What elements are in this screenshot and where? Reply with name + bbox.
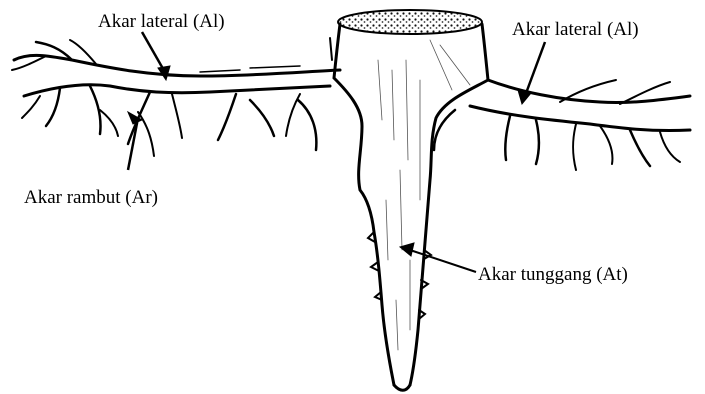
lateral-root-right bbox=[434, 80, 690, 170]
taproot bbox=[334, 24, 488, 390]
lateral-root-left bbox=[12, 38, 340, 156]
label-akar-lateral-left: Akar lateral (Al) bbox=[98, 12, 225, 31]
stump-top bbox=[338, 10, 482, 34]
arrowhead-lateral-right bbox=[518, 90, 531, 104]
label-akar-tunggang: Akar tunggang (At) bbox=[478, 265, 628, 284]
label-akar-rambut: Akar rambut (Ar) bbox=[24, 188, 158, 207]
label-akar-lateral-right: Akar lateral (Al) bbox=[512, 20, 639, 39]
